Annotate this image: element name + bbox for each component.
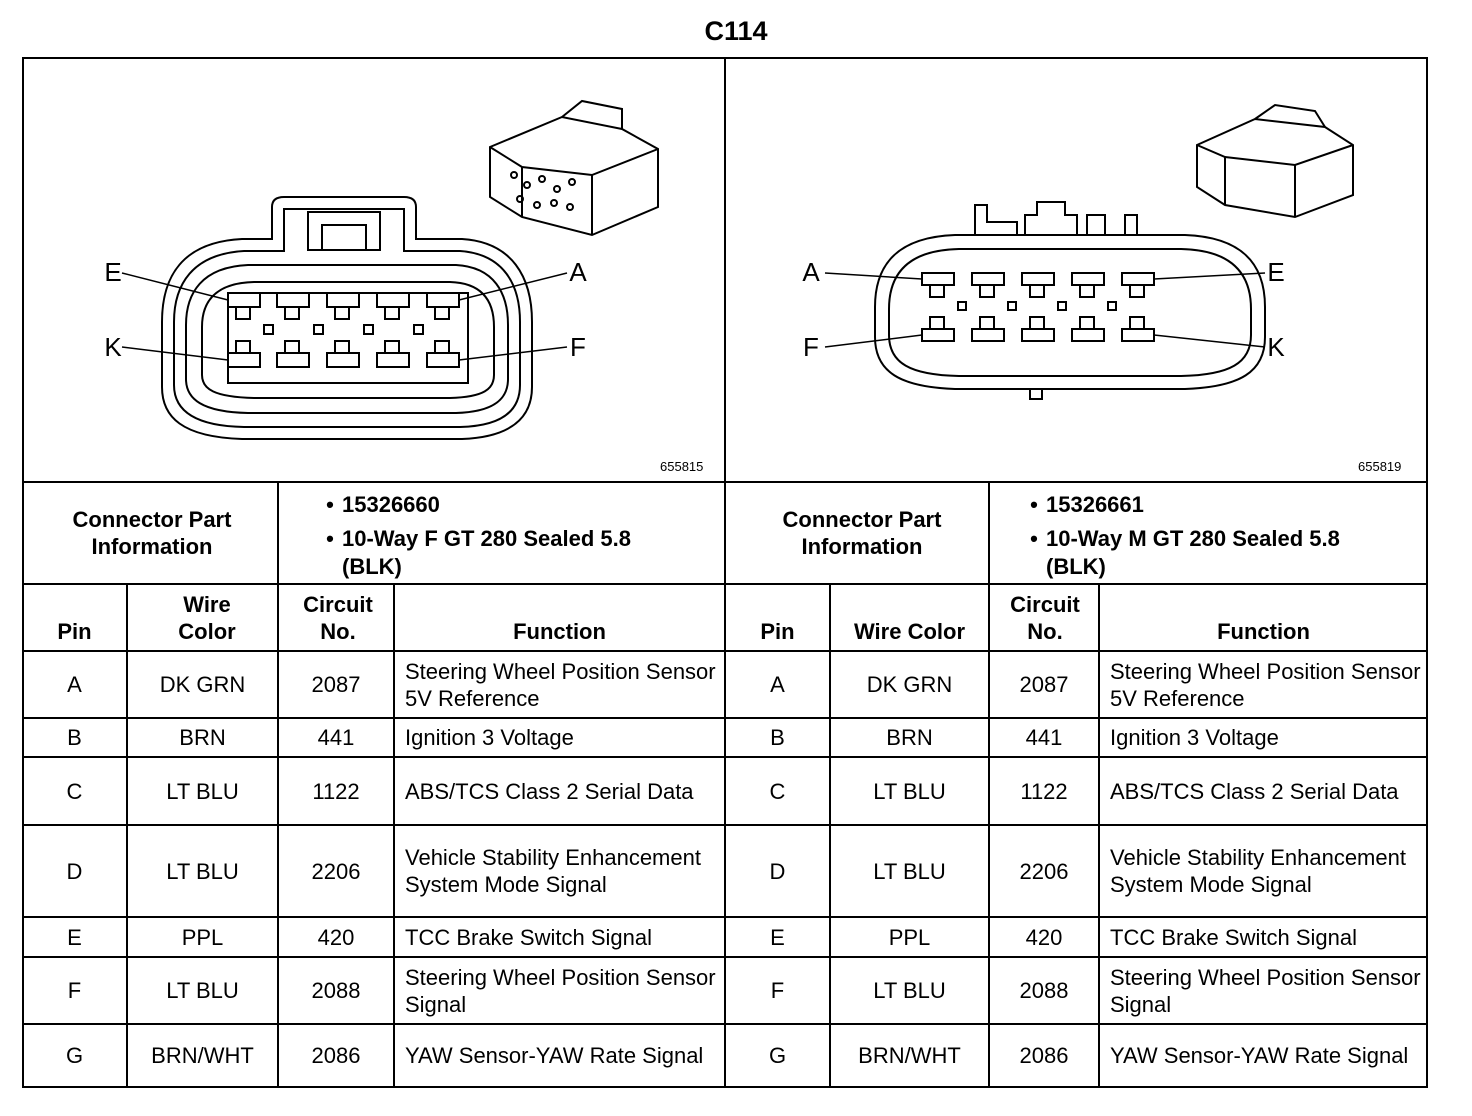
header-circuit-left: Circuit No. (303, 592, 373, 644)
left-row-wire-color: LT BLU (166, 858, 239, 884)
left-row-circuit: 441 (317, 725, 355, 750)
right-row-wire-color: DK GRN (866, 672, 953, 697)
left-row-circuit: 2086 (311, 1043, 361, 1068)
left-row-wire-color: DK GRN (159, 672, 246, 697)
right-row-wire-color: PPL (888, 924, 931, 950)
part-number-right: 15326661 (1046, 492, 1144, 517)
connector-part-label-right: Connector Part Information (782, 507, 942, 559)
left-row-circuit: 420 (317, 924, 355, 950)
header-pin-left: Pin (57, 619, 92, 644)
left-row-wire-color: BRN (179, 725, 226, 750)
right-row-pin: F (770, 978, 785, 1003)
left-row-function: Ignition 3 Voltage (405, 725, 574, 750)
figure-number-left: 655815 (660, 459, 704, 474)
right-row-circuit: 1122 (1020, 778, 1068, 804)
right-row-wire-color: LT BLU (873, 778, 946, 804)
left-row-function: Steering Wheel Position Sensor Signal (405, 964, 716, 1017)
part-info-right: •15326661 •10-Way M GT 280 Sealed 5.8 (B… (1022, 491, 1422, 581)
part-description-left: 10-Way F GT 280 Sealed 5.8 (BLK) (342, 526, 631, 579)
right-row-pin: E (770, 924, 785, 950)
left-row-function: TCC Brake Switch Signal (405, 924, 652, 950)
right-row-function: Steering Wheel Position Sensor 5V Refere… (1110, 658, 1421, 711)
left-row-function: Steering Wheel Position Sensor 5V Refere… (405, 658, 716, 711)
page-title: C114 (704, 16, 768, 46)
pin-label-right-top-right: E (1267, 256, 1285, 287)
right-row-function: TCC Brake Switch Signal (1110, 924, 1357, 950)
male-connector-drawing (824, 103, 1354, 400)
right-row-wire-color: BRN (886, 725, 933, 750)
left-row-circuit: 1122 (312, 778, 360, 804)
header-function-right: Function (1217, 619, 1310, 644)
pin-label-left-top-right: A (569, 256, 587, 287)
header-function-left: Function (513, 619, 606, 644)
right-row-wire-color: LT BLU (873, 858, 946, 884)
left-row-pin: F (67, 978, 82, 1003)
female-connector-face (161, 196, 533, 440)
pin-label-right-bottom-left: F (803, 331, 819, 362)
right-row-pin: B (770, 725, 785, 750)
connector-sheet: E A K F 655815 A E F K 655819 Connector … (22, 57, 1428, 1088)
right-row-pin: D (769, 858, 786, 884)
right-row-function: ABS/TCS Class 2 Serial Data (1110, 778, 1399, 804)
left-row-function: Vehicle Stability Enhancement System Mod… (405, 845, 701, 897)
female-connector-iso-view (489, 99, 659, 237)
part-description-right: 10-Way M GT 280 Sealed 5.8 (BLK) (1046, 526, 1340, 579)
left-row-pin: D (66, 858, 83, 884)
part-info-left: •15326660 •10-Way F GT 280 Sealed 5.8 (B… (318, 491, 718, 581)
left-row-pin: C (66, 778, 83, 804)
right-row-circuit: 2086 (1019, 1043, 1069, 1068)
male-pin-leader-lines (824, 272, 1266, 348)
pin-label-right-top-left: A (802, 256, 820, 287)
pin-label-left-bottom-left: K (104, 331, 122, 362)
right-row-function: Steering Wheel Position Sensor Signal (1110, 964, 1421, 1017)
left-row-function: YAW Sensor-YAW Rate Signal (405, 1043, 704, 1068)
male-connector-iso-view (1196, 103, 1354, 219)
right-row-circuit: 420 (1025, 924, 1063, 950)
female-connector-drawing (121, 99, 659, 440)
male-connector-face (874, 201, 1266, 400)
header-pin-right: Pin (760, 619, 795, 644)
left-row-circuit: 2087 (311, 672, 361, 697)
female-pin-leader-lines (121, 272, 568, 361)
figure-number-right: 655819 (1358, 459, 1402, 474)
right-row-circuit: 2206 (1019, 858, 1069, 884)
left-row-wire-color: LT BLU (166, 978, 239, 1003)
header-wire-color-right: Wire Color (853, 619, 966, 644)
left-row-wire-color: PPL (181, 924, 224, 950)
left-row-function: ABS/TCS Class 2 Serial Data (405, 778, 694, 804)
left-row-pin: A (67, 672, 82, 697)
table-grid (22, 57, 1428, 1088)
right-row-circuit: 441 (1025, 725, 1063, 750)
connector-part-label-left: Connector Part Information (72, 507, 232, 559)
pin-label-right-bottom-right: K (1267, 331, 1285, 362)
left-row-wire-color: LT BLU (166, 778, 239, 804)
female-pin-cavities (227, 292, 460, 368)
male-pin-cavities (921, 272, 1155, 342)
left-row-circuit: 2206 (311, 858, 361, 884)
right-row-function: Ignition 3 Voltage (1110, 725, 1279, 750)
right-row-circuit: 2088 (1019, 978, 1069, 1003)
right-row-pin: G (768, 1043, 787, 1068)
left-row-pin: G (65, 1043, 84, 1068)
left-row-wire-color: BRN/WHT (151, 1043, 254, 1068)
right-row-function: YAW Sensor-YAW Rate Signal (1110, 1043, 1409, 1068)
right-row-function: Vehicle Stability Enhancement System Mod… (1110, 845, 1406, 897)
left-row-pin: E (67, 924, 82, 950)
pin-label-left-bottom-right: F (570, 331, 586, 362)
right-row-circuit: 2087 (1019, 672, 1069, 697)
pin-label-left-top-left: E (104, 256, 122, 287)
header-wire-color-left: Wire Color (178, 592, 236, 644)
right-row-pin: C (769, 778, 786, 804)
part-number-left: 15326660 (342, 492, 440, 517)
left-row-pin: B (67, 725, 82, 750)
right-row-wire-color: LT BLU (873, 978, 946, 1003)
header-circuit-right: Circuit No. (1010, 592, 1080, 644)
left-row-circuit: 2088 (311, 978, 361, 1003)
right-row-pin: A (770, 672, 785, 697)
right-row-wire-color: BRN/WHT (858, 1043, 961, 1068)
